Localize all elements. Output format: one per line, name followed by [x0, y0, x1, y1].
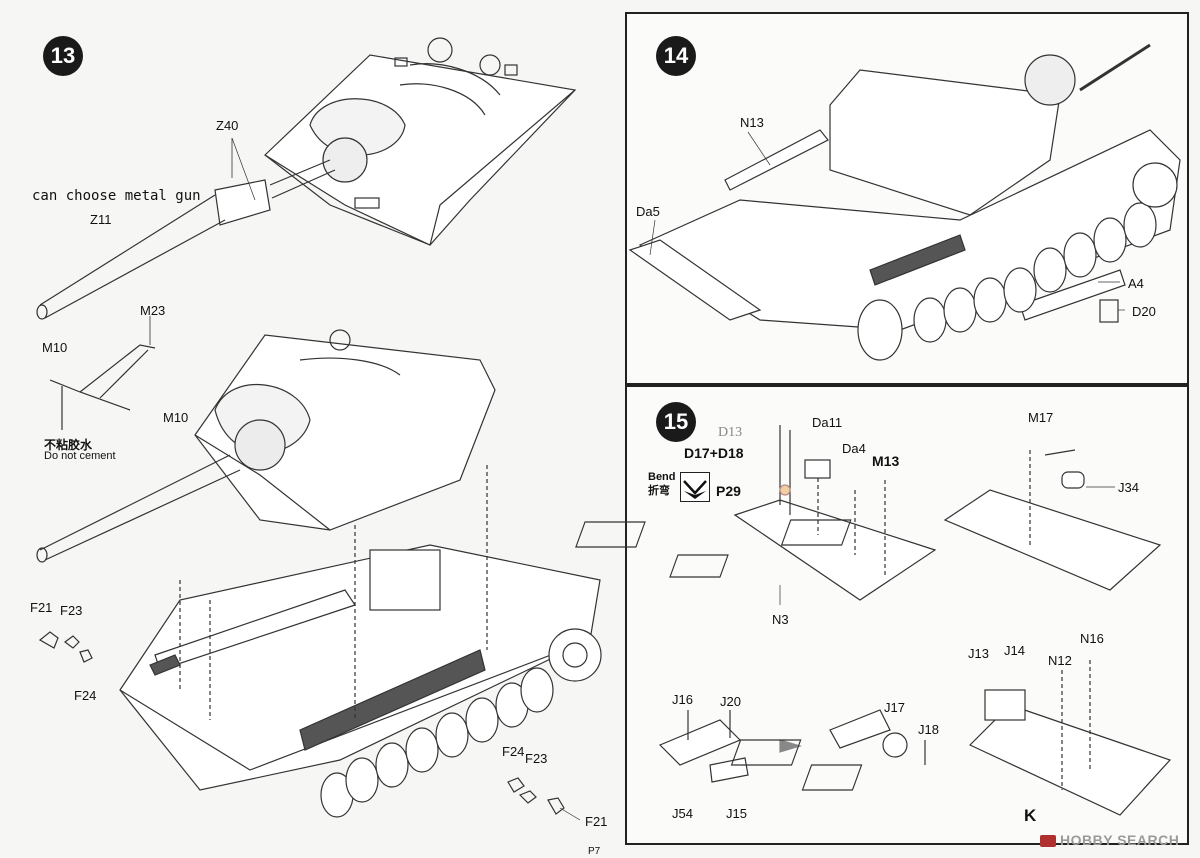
- label-j18: J18: [918, 722, 939, 737]
- label-m23: M23: [140, 303, 166, 318]
- label-d13: D13: [718, 425, 743, 440]
- watermark-text: HOBBY SEARCH: [1060, 832, 1180, 848]
- step-13-superstructure-lower: [36, 329, 496, 563]
- step-15-badge: 15: [656, 402, 696, 442]
- step-15-subassembly: [658, 709, 926, 783]
- step-13-badge: 13: [43, 36, 83, 76]
- label-z40: Z40: [216, 118, 239, 133]
- label-do-not-cement-cn: 不粘胶水: [44, 438, 93, 452]
- label-f21-left: F21: [30, 600, 53, 615]
- step-13-f-parts-right: [507, 777, 565, 815]
- bend-instruction: Bend 折弯: [648, 470, 720, 504]
- label-k: K: [1024, 806, 1037, 825]
- step-14-assembly: [628, 43, 1181, 361]
- label-z11: Z11: [90, 212, 112, 227]
- step-13-f-parts-left: [38, 631, 93, 663]
- label-j34: J34: [1118, 480, 1139, 495]
- label-j54: J54: [672, 806, 693, 821]
- watermark: HOBBY SEARCH: [1040, 832, 1179, 848]
- step-13-upper-superstructure: [264, 37, 577, 246]
- bend-label-cn: 折弯: [648, 485, 670, 497]
- label-f24-left: F24: [74, 688, 97, 703]
- label-j20: J20: [720, 694, 741, 709]
- step-15-plate-main: [575, 425, 937, 601]
- label-da5: Da5: [636, 204, 660, 219]
- label-n13: N13: [740, 115, 764, 130]
- label-d17-d18: D17+D18: [684, 445, 744, 461]
- label-d20: D20: [1132, 304, 1156, 319]
- step-13-gun-barrel-top: [36, 138, 336, 320]
- label-can-choose-metal-gun: can choose metal gun: [32, 188, 201, 204]
- label-m17: M17: [1028, 410, 1054, 425]
- step-13-m10-m23-part: [49, 316, 156, 430]
- label-j15: J15: [726, 806, 747, 821]
- bend-icon: [680, 472, 710, 502]
- page-number: P7: [588, 846, 601, 857]
- label-da11: Da11: [812, 415, 843, 430]
- label-m13: M13: [872, 453, 900, 469]
- step-15-plate-bottom: [730, 660, 1172, 816]
- label-j16: J16: [672, 692, 693, 707]
- step-14-badge: 14: [656, 36, 696, 76]
- label-da4: Da4: [842, 441, 866, 456]
- step-15-plate-right: [780, 449, 1162, 591]
- label-p29: P29: [716, 483, 741, 499]
- label-n3: N3: [772, 612, 789, 627]
- label-do-not-cement-en: Do not cement: [44, 450, 116, 462]
- hobby-search-logo-icon: [1040, 835, 1056, 848]
- label-n16: N16: [1080, 631, 1104, 646]
- label-j13: J13: [968, 646, 989, 661]
- label-f24-right: F24: [502, 744, 525, 759]
- step-13-hull: [119, 465, 602, 818]
- label-m10-right: M10: [163, 410, 189, 425]
- label-m10-top: M10: [42, 340, 68, 355]
- label-n12: N12: [1048, 653, 1072, 668]
- bend-label-en: Bend: [648, 471, 676, 483]
- label-j14: J14: [1004, 643, 1025, 658]
- label-f23-left: F23: [60, 603, 83, 618]
- label-j17: J17: [884, 700, 905, 715]
- label-f23-right: F23: [525, 751, 548, 766]
- label-f21-right: F21: [585, 814, 608, 829]
- label-a4: A4: [1128, 276, 1144, 291]
